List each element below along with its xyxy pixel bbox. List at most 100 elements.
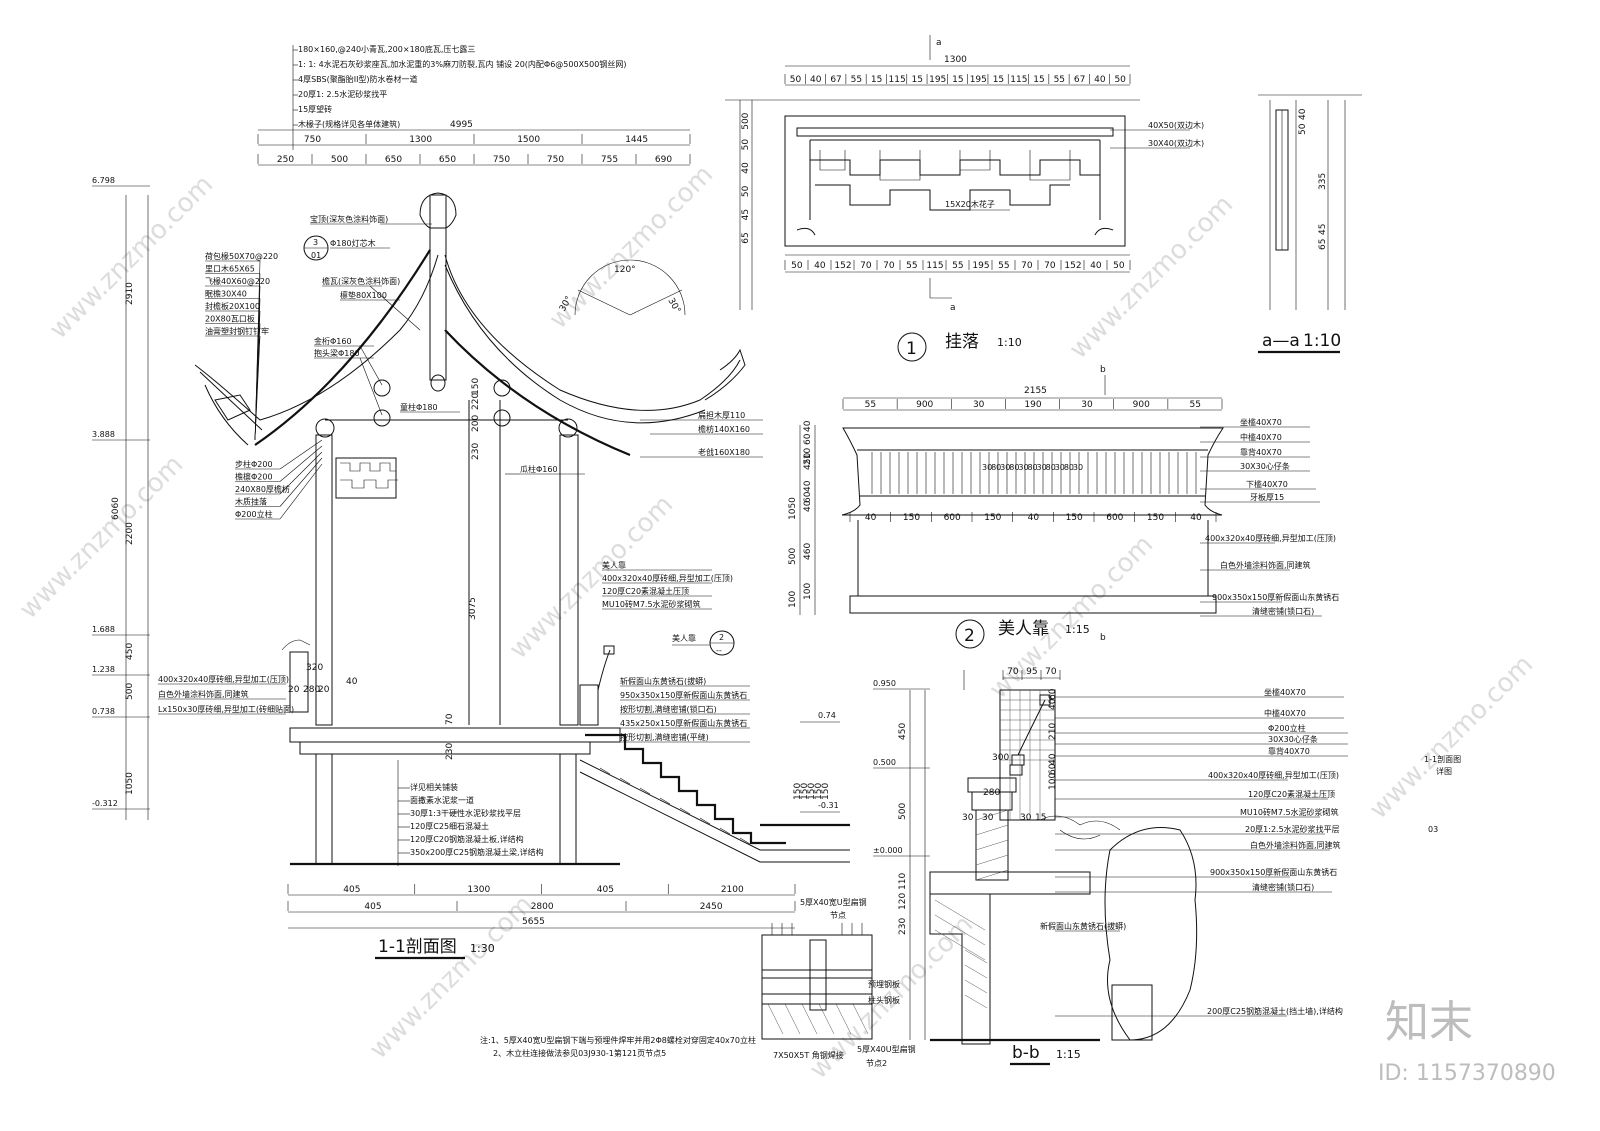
dim-meirenkao: 60 <box>803 491 813 503</box>
elevation-mark: 0.500 <box>873 758 896 767</box>
dim-gualuo: 55 <box>952 261 963 271</box>
dim-bb: 40 <box>1048 753 1058 765</box>
callout-sub: -- <box>716 646 722 655</box>
elevation-mark: 6.798 <box>92 176 115 185</box>
dim-top: 250 <box>277 155 294 165</box>
section-11-scale: 1:30 <box>470 942 495 955</box>
dim-small: 320 <box>306 663 323 673</box>
structure-label: 瓜柱Φ160 <box>520 464 558 474</box>
node-label: 节点2 <box>866 1059 887 1068</box>
bb-label: 白色外墙涂料饰面,同建筑 <box>1250 840 1341 850</box>
dim-meirenkao: 30 <box>982 463 992 472</box>
dim-vertical: 230 <box>471 443 481 460</box>
roof-note: 180×160,@240小青瓦,200×180底瓦,压七露三 <box>298 44 475 54</box>
dim-bb: 40 <box>1048 698 1058 710</box>
dim-top: 750 <box>304 135 321 145</box>
dim-meirenkao: 1050 <box>788 497 798 520</box>
node-label: 5厚X40U型扁钢 <box>857 1044 916 1054</box>
watermark-text: www.znzmo.com <box>44 170 219 345</box>
dim-left: 450 <box>125 643 135 660</box>
meirenkao-label: 靠背40X70 <box>1240 447 1282 457</box>
meirenkao-label: 清缝密铺(锁口石) <box>1252 606 1314 616</box>
dim-bottom: 2800 <box>531 902 554 912</box>
section-11-title: 1-1剖面图 <box>378 937 457 957</box>
gualuo-label: 30X40(双边木) <box>1148 138 1204 148</box>
meirenkao-scale: 1:15 <box>1065 623 1090 636</box>
dim-meirenkao: 40 <box>803 500 813 512</box>
dim-gualuo: 500 <box>741 112 751 129</box>
floor-labels: 详见相关铺装面撒素水泥浆一道30厚1:3干硬性水泥砂浆找平层120厚C25细石混… <box>397 760 544 866</box>
dim-meirenkao: 900 <box>1133 400 1150 410</box>
roof-note: 15厚望砖 <box>298 104 332 114</box>
seat-label: MU10砖M7.5水泥砂浆砌筑 <box>602 599 701 609</box>
dim-top: 755 <box>601 155 618 165</box>
bb-elev: 0.950 0.500 ±0.000 <box>873 679 930 857</box>
dim-top: 1300 <box>409 135 432 145</box>
side-note-code: 03 <box>1428 825 1438 834</box>
dim-left: 1050 <box>125 772 135 795</box>
bb-label: 30X30心仔条 <box>1268 734 1318 744</box>
structure-label: 檐枋140X160 <box>698 424 750 434</box>
dim-bb: 500 <box>898 803 908 820</box>
gualuo-num-circle <box>897 332 927 362</box>
node-label: 预埋钢板 <box>868 979 900 989</box>
dim-meirenkao: 100 <box>788 591 798 608</box>
dim-gualuo: 55 <box>851 75 862 85</box>
dim-vertical: 3075 <box>468 597 478 620</box>
floor-label: 120厚C20钢筋混凝土板,详结构 <box>410 834 524 844</box>
hanging-lattice <box>335 457 397 499</box>
dim-meirenkao: 900 <box>916 400 933 410</box>
dim-small: 40 <box>346 677 358 687</box>
structure-label: 檐瓦(深灰色涂料饰面) <box>322 276 400 286</box>
bench-label: 400x320x40厚砖细,异型加工(压顶) <box>158 674 289 684</box>
meirenkao-label: 400x320x40厚砖细,异型加工(压顶) <box>1205 533 1336 543</box>
dim-bb: 15 <box>1035 813 1046 823</box>
dim-top: 690 <box>655 155 672 165</box>
column-label: 檐檩Φ200 <box>235 472 273 482</box>
dim-meirenkao: 40 <box>803 420 813 432</box>
dim-vertical: 150 <box>471 378 481 395</box>
dim-gualuo: 70 <box>860 261 872 271</box>
roof-left-eave <box>194 254 439 421</box>
king-post <box>429 194 447 381</box>
dim-bb: 70 <box>1045 667 1057 677</box>
dim-meirenkao: 40 <box>865 513 877 523</box>
structure-label: 扁担木厚110 <box>698 410 745 420</box>
dim-gualuo: 40 <box>814 261 826 271</box>
dim-gualuo: 115 <box>926 261 943 271</box>
dim-gualuo: 152 <box>834 261 851 271</box>
dim-top: 500 <box>331 155 348 165</box>
elevation-mark: 0.950 <box>873 679 896 688</box>
dim-meirenkao: 460 <box>803 543 813 560</box>
dim-gualuo: 55 <box>1054 75 1065 85</box>
seat-labels: 美人靠400x320x40厚砖细,异型加工(压顶)120厚C20素混凝土压顶MU… <box>602 560 733 610</box>
dim-bb: 210 <box>1048 723 1058 740</box>
side-note-sub: 详图 <box>1436 766 1452 776</box>
dim-small: 280 <box>303 685 320 695</box>
dim-meirenkao: 40 <box>1190 513 1202 523</box>
dim-meirenkao: 80 <box>1046 463 1056 472</box>
dim-gualuo: 195 <box>972 261 989 271</box>
bb-label: 坐槛40X70 <box>1264 687 1306 697</box>
dim-left: 2200 <box>125 522 135 545</box>
dim-gualuo: 55 <box>906 261 917 271</box>
dim-vertical: 200 <box>471 415 481 432</box>
dim-small: 20 <box>288 685 300 695</box>
meirenkao-slats <box>871 452 1197 494</box>
elevation-mark: ±0.000 <box>873 846 903 855</box>
floor-label: 120厚C25细石混凝土 <box>410 821 489 831</box>
dim-top: 750 <box>493 155 510 165</box>
elevation-mark: 0.738 <box>92 707 115 716</box>
bb-label: MU10砖M7.5水泥砂浆砌筑 <box>1240 807 1339 817</box>
node-labels: 5厚X40宽U型扁钢节点预埋钢板柱头钢板5厚X40U型扁钢节点27X50X5T … <box>773 897 916 1068</box>
aa-title: a—a <box>1262 331 1300 351</box>
dim-top: 650 <box>385 155 402 165</box>
